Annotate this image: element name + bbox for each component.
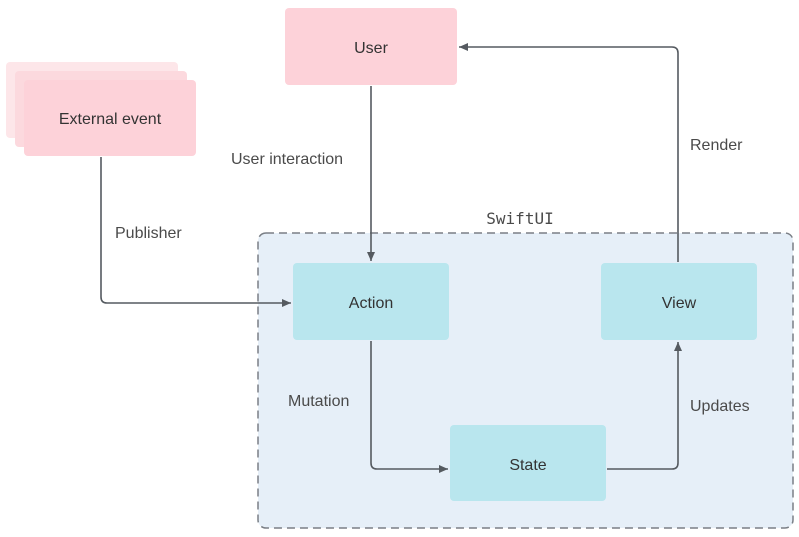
- edge-updates-arrow: [607, 342, 682, 470]
- action-label: Action: [349, 295, 393, 312]
- action-card: [293, 263, 449, 340]
- edge-publisher-label: Publisher: [115, 225, 182, 242]
- swiftui-region-label: SwiftUI: [486, 209, 553, 228]
- edge-render-label: Render: [690, 137, 743, 154]
- view-label: View: [662, 295, 697, 312]
- view-node: View: [601, 263, 757, 340]
- state-card: [450, 425, 606, 501]
- state-node: State: [450, 425, 606, 501]
- edge-render: Render: [459, 43, 743, 262]
- edge-updates-label: Updates: [690, 398, 750, 415]
- edge-mutation-label: Mutation: [288, 393, 349, 410]
- edge-user-interaction: User interaction: [231, 86, 375, 261]
- external-event-label: External event: [59, 111, 162, 128]
- user-card: [285, 8, 457, 85]
- external-event-card: [24, 80, 196, 156]
- state-label: State: [509, 457, 546, 474]
- view-card: [601, 263, 757, 340]
- edge-mutation: Mutation: [288, 341, 448, 473]
- user-node: User: [285, 8, 457, 85]
- external-event-node: External event: [6, 62, 196, 156]
- edge-publisher-arrow: [100, 157, 291, 307]
- edge-publisher: Publisher: [100, 157, 291, 307]
- user-label: User: [354, 40, 388, 57]
- edge-mutation-arrow: [370, 341, 448, 473]
- edge-updates: Updates: [607, 342, 750, 470]
- edge-user-interaction-label: User interaction: [231, 151, 343, 168]
- edge-render-arrow: [459, 43, 679, 262]
- action-node: Action: [293, 263, 449, 340]
